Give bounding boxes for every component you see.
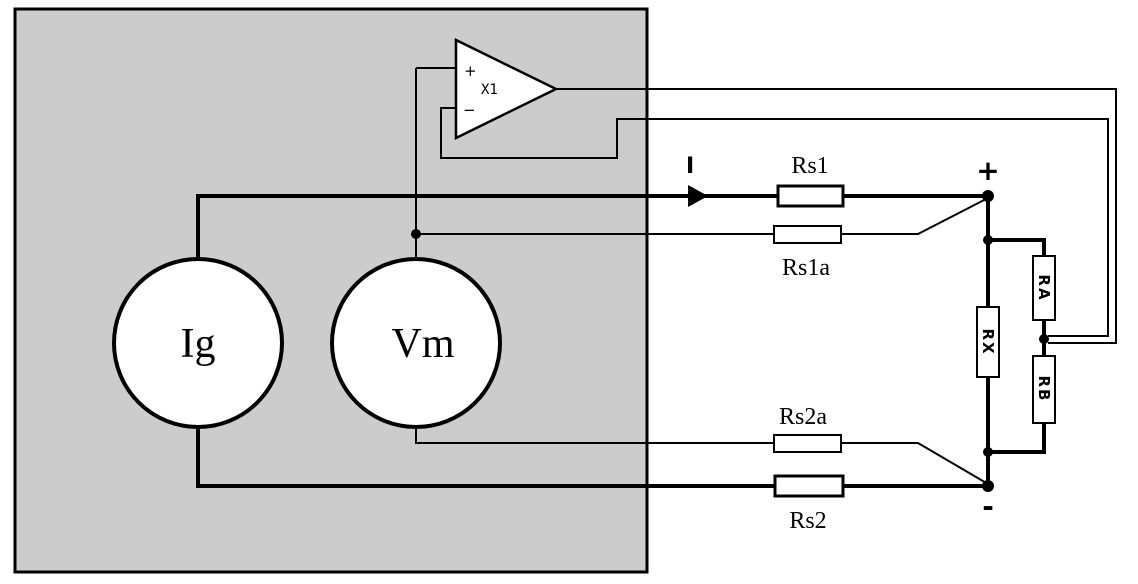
junction-ra-rb-mid [1039, 334, 1049, 344]
amplifier-triangle [454, 37, 559, 141]
junction-dots [411, 190, 1049, 492]
voltmeter-label: Vm [392, 321, 455, 367]
sense-wires [415, 67, 1117, 485]
current-source-label: Ig [181, 321, 216, 367]
instrument-box [13, 7, 649, 574]
resistor-rx-label: RX [979, 328, 997, 355]
voltmeter-vm: Vm [330, 257, 502, 429]
resistor-rs2a [773, 434, 842, 453]
resistor-ra-label: RA [1035, 274, 1053, 301]
resistor-rs1a-label: Rs1a [782, 255, 830, 281]
amplifier-plus-sign: + [464, 62, 477, 80]
current-arrow-label: I [686, 154, 694, 179]
junction-minus-terminal [982, 480, 994, 492]
terminal-minus-sign: - [982, 490, 994, 523]
amplifier-minus-sign: − [463, 101, 476, 119]
amplifier-x1: + − X1 [454, 37, 559, 141]
current-source-ig: Ig [112, 257, 284, 429]
junction-rb-bottom [983, 447, 993, 457]
current-source-circle [112, 257, 284, 429]
resistor-rs2a-label: Rs2a [779, 404, 827, 430]
voltmeter-circle [330, 257, 502, 429]
resistor-rs2 [773, 474, 845, 498]
junction-plus-terminal [982, 190, 994, 202]
resistor-rx [976, 306, 1000, 378]
current-arrow-icon [688, 185, 708, 207]
resistor-rb-label: RB [1035, 376, 1053, 403]
force-wires [196, 194, 1046, 488]
junction-vm-sense [411, 229, 421, 239]
resistor-rs1 [776, 184, 845, 208]
resistor-rs1a [773, 225, 842, 244]
resistor-ra [1032, 255, 1056, 321]
terminal-plus-sign: + [976, 154, 999, 187]
resistor-rb [1032, 355, 1056, 424]
amplifier-label: X1 [481, 82, 498, 98]
junction-ra-top [983, 235, 993, 245]
resistor-rs2-label: Rs2 [789, 508, 826, 534]
resistor-rs1-label: Rs1 [791, 153, 828, 179]
